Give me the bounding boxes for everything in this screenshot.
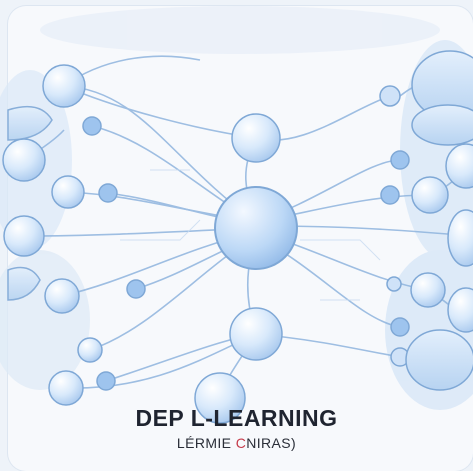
output-node	[411, 176, 449, 214]
subtitle-suffix: NIRAS)	[246, 435, 297, 451]
output-node	[386, 276, 402, 292]
input-node	[2, 138, 46, 182]
illustration-title: DEP L-LEARNING	[135, 405, 338, 431]
central-node	[214, 186, 298, 270]
hidden-node	[229, 307, 283, 361]
output-node	[390, 150, 410, 170]
small-node	[82, 116, 102, 136]
input-node	[51, 175, 85, 209]
input-node	[42, 64, 86, 108]
small-node	[96, 371, 116, 391]
small-node	[126, 279, 146, 299]
input-node	[3, 215, 45, 257]
input-node	[44, 278, 80, 314]
subtitle-prefix: LÉRMIE	[176, 435, 236, 451]
circuit-lines	[120, 169, 381, 301]
right-blob-shapes	[405, 50, 473, 391]
output-node	[379, 85, 401, 107]
output-node	[410, 272, 446, 308]
output-node	[380, 185, 400, 205]
hidden-node	[194, 372, 246, 424]
network-nodes	[2, 64, 449, 424]
output-node	[390, 317, 410, 337]
illustration-subtitle: LÉRMIE CNIRAS)	[0, 435, 473, 451]
hidden-node	[231, 113, 281, 163]
small-node	[98, 183, 118, 203]
input-node	[77, 337, 103, 363]
subtitle-accent-letter: C	[235, 435, 247, 451]
input-node	[48, 370, 84, 406]
left-blob-shapes	[7, 105, 53, 301]
